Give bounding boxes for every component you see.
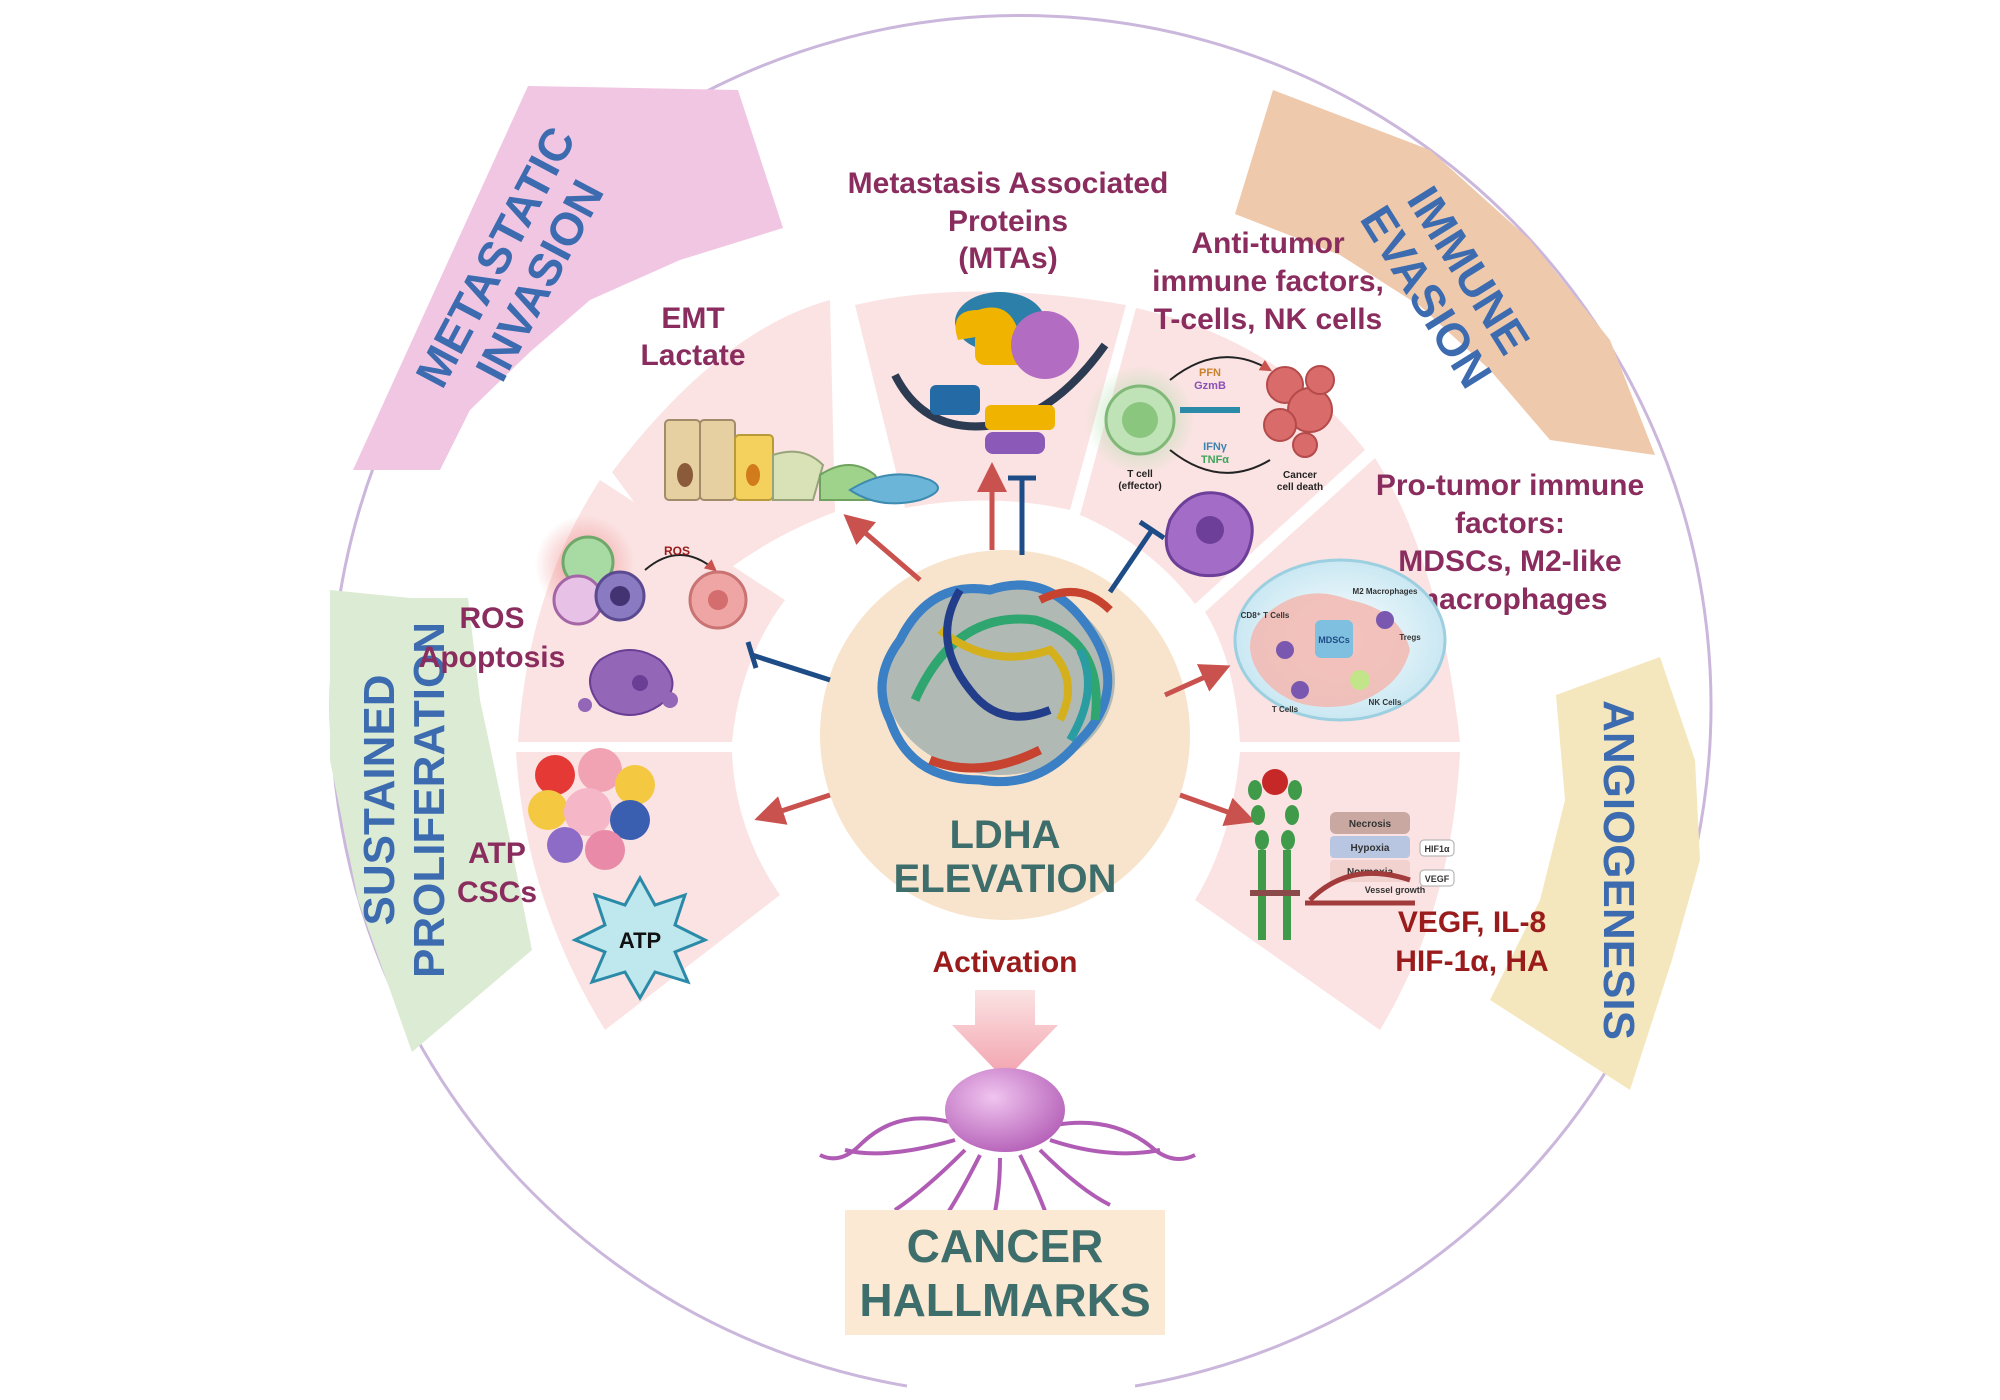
inhibit-mtas (1008, 475, 1036, 555)
outcome-line-1: CANCER (907, 1220, 1104, 1272)
svg-text:IFNγ: IFNγ (1203, 441, 1228, 453)
svg-text:M2 Macrophages: M2 Macrophages (1353, 587, 1418, 596)
svg-text:Necrosis: Necrosis (1349, 819, 1392, 830)
svg-text:Apoptosis: Apoptosis (419, 641, 566, 674)
svg-text:SUSTAINED: SUSTAINED (355, 675, 404, 926)
svg-text:immune factors,: immune factors, (1152, 265, 1384, 298)
svg-text:ROS: ROS (664, 544, 690, 558)
t-cell-killing-icon: PFN GzmB IFNγ TNFα T cell (effector) Can… (1085, 356, 1335, 578)
inhibit-anti-tumor (1107, 519, 1166, 594)
mtas-label: Metastasis Associated Proteins (MTAs) (848, 167, 1169, 275)
ros-label: ROS Apoptosis (419, 602, 566, 674)
ros-cells-icon: ROS (535, 515, 748, 716)
angiogenesis-label: ANGIOGENESIS (1594, 700, 1643, 1040)
svg-text:Vessel growth: Vessel growth (1365, 885, 1426, 895)
atp-burst-icon: ATP (571, 874, 709, 1002)
svg-text:TNFα: TNFα (1201, 454, 1229, 466)
svg-text:ROS: ROS (459, 602, 524, 635)
sustained-proliferation-label: SUSTAINED PROLIFERATION (355, 622, 454, 978)
svg-text:CSCs: CSCs (457, 876, 537, 909)
svg-text:Proteins: Proteins (948, 205, 1068, 238)
svg-text:Lactate: Lactate (640, 339, 745, 372)
svg-text:Anti-tumor: Anti-tumor (1191, 227, 1345, 260)
arrow-to-atp (754, 792, 831, 825)
svg-text:HIF-1α, HA: HIF-1α, HA (1395, 945, 1548, 978)
svg-text:PROLIFERATION: PROLIFERATION (405, 622, 454, 978)
svg-text:VEGF: VEGF (1425, 874, 1450, 884)
tumor-microenvironment-icon: MDSCs M2 Macrophages CD8⁺ T Cells Tregs … (1233, 558, 1447, 722)
svg-text:HIF1α: HIF1α (1424, 844, 1450, 854)
svg-text:Metastasis Associated: Metastasis Associated (848, 167, 1169, 200)
vegf-label: VEGF, IL-8 HIF-1α, HA (1395, 906, 1548, 978)
vegf-receptor-icon (1248, 769, 1302, 940)
svg-text:MDSCs, M2-like: MDSCs, M2-like (1398, 545, 1621, 578)
svg-text:Tregs: Tregs (1399, 633, 1421, 642)
arrow-to-vegf (1179, 792, 1256, 827)
sustained-proliferation-band (330, 590, 532, 1052)
mta-protein-icon (891, 292, 1109, 454)
atp-label: ATP CSCs (457, 837, 537, 909)
svg-text:(effector): (effector) (1118, 481, 1161, 492)
angiogenesis-band (1490, 657, 1700, 1090)
pro-tumor-label: Pro-tumor immune factors: MDSCs, M2-like… (1376, 469, 1644, 616)
immune-evasion-band (1235, 90, 1655, 455)
activation-arrow (952, 990, 1058, 1080)
svg-text:factors:: factors: (1455, 507, 1565, 540)
hypoxia-diagram-icon: Necrosis Hypoxia Normoxia HIF1α VEGF Ves… (1305, 812, 1455, 906)
tumor-mass (945, 1068, 1065, 1152)
svg-text:ATP: ATP (468, 837, 526, 870)
svg-text:Pro-tumor immune: Pro-tumor immune (1376, 469, 1644, 502)
svg-text:Cancer: Cancer (1283, 470, 1317, 481)
anti-tumor-label: Anti-tumor immune factors, T-cells, NK c… (1152, 227, 1384, 336)
arrow-to-pro-tumor (1163, 664, 1231, 698)
inhibit-ros (745, 641, 831, 683)
emt-cells-icon (664, 419, 939, 505)
cancer-hallmarks-box (845, 1210, 1165, 1335)
svg-text:VEGF, IL-8: VEGF, IL-8 (1398, 906, 1546, 939)
svg-text:NK Cells: NK Cells (1369, 698, 1402, 707)
svg-text:cell death: cell death (1277, 482, 1323, 493)
ldha-protein-icon (877, 580, 1115, 787)
svg-text:MDSCs: MDSCs (1318, 635, 1350, 645)
svg-text:T-cells, NK cells: T-cells, NK cells (1154, 303, 1382, 336)
svg-text:GzmB: GzmB (1194, 380, 1226, 392)
svg-text:EMT: EMT (661, 302, 724, 335)
svg-text:T cell: T cell (1127, 469, 1153, 480)
svg-text:PFN: PFN (1199, 367, 1221, 379)
svg-text:macrophages: macrophages (1412, 583, 1607, 616)
arrow-to-emt (843, 514, 922, 582)
svg-text:(MTAs): (MTAs) (958, 242, 1057, 275)
svg-text:CD8⁺ T Cells: CD8⁺ T Cells (1241, 611, 1290, 620)
metastatic-invasion-band (353, 86, 783, 470)
activation-label: Activation (932, 946, 1077, 979)
svg-text:ATP: ATP (619, 928, 661, 953)
outcome-line-2: HALLMARKS (859, 1274, 1150, 1326)
svg-text:ANGIOGENESIS: ANGIOGENESIS (1594, 700, 1643, 1040)
emt-label: EMT Lactate (640, 302, 745, 372)
svg-text:T Cells: T Cells (1272, 705, 1299, 714)
svg-text:Hypoxia: Hypoxia (1351, 843, 1390, 854)
center-title-2: ELEVATION (894, 857, 1117, 901)
center-title-1: LDHA (949, 813, 1060, 857)
cancer-stem-cells-icon (528, 748, 655, 870)
